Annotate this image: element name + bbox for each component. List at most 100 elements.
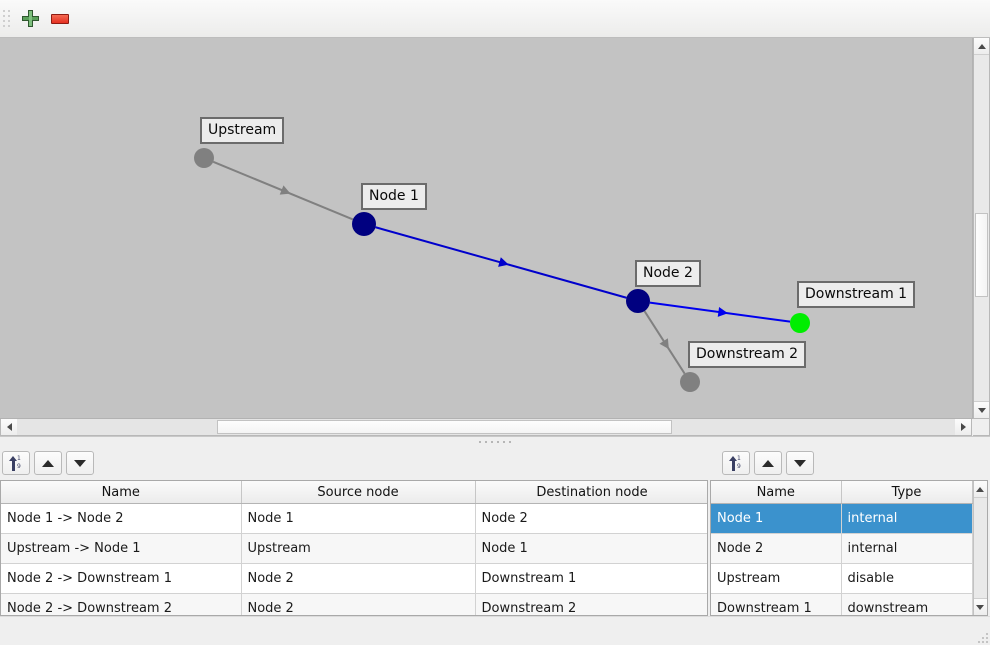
arrow-up-icon [762,459,774,467]
edges-cell-source-node: Node 1 [241,503,476,534]
chevron-down-icon [977,407,986,413]
graph-vertical-scrollbar[interactable] [973,38,990,419]
nodes-move-down-button[interactable] [786,451,814,475]
graph-node-label-downstream2[interactable]: Downstream 2 [688,341,807,368]
panel-splitter[interactable] [0,436,990,446]
nodes-cell-type: internal [841,533,973,564]
graph-edge-arrow-node2-downstream1 [717,306,728,317]
graph-node-label-node2[interactable]: Node 2 [635,260,701,287]
toolbar-drag-handle[interactable] [2,8,11,30]
column-header-name[interactable]: Name [1,481,242,504]
nodes-cell-name: Node 1 [711,503,842,534]
graph-node-label-upstream[interactable]: Upstream [200,117,285,144]
edges-move-down-button[interactable] [66,451,94,475]
main-toolbar [0,0,990,38]
nodes-cell-type: disable [841,563,973,594]
nodes-cell-type: downstream [841,593,973,615]
edges-cell-name: Upstream -> Node 1 [1,533,242,564]
edges-cell-name: Node 1 -> Node 2 [1,503,242,534]
remove-button[interactable] [45,4,75,34]
chevron-down-icon [976,604,985,610]
edges-cell-destination-node: Downstream 2 [475,593,707,615]
minus-icon [51,13,69,24]
plus-icon [21,10,39,27]
edges-cell-name: Node 2 -> Downstream 2 [1,593,242,615]
nodes-move-up-button[interactable] [754,451,782,475]
column-header-destination-node[interactable]: Destination node [475,481,707,504]
edges-cell-source-node: Node 2 [241,563,476,594]
column-header-type[interactable]: Type [841,481,973,504]
nodes-scroll-track[interactable] [973,498,987,598]
edges-cell-source-node: Upstream [241,533,476,564]
nodes-cell-type: internal [841,503,973,534]
graph-node-label-node1[interactable]: Node 1 [361,183,427,210]
status-bar [0,616,990,645]
edges-cell-name: Node 2 -> Downstream 1 [1,563,242,594]
column-header-source-node[interactable]: Source node [241,481,476,504]
nodes-cell-name: Node 2 [711,533,842,564]
graph-edge-arrow-node2-downstream2 [659,338,669,350]
splitter-grip-icon [479,440,511,443]
column-header-name[interactable]: Name [711,481,842,504]
horizontal-scroll-thumb[interactable] [217,420,672,434]
edges-cell-destination-node: Node 2 [475,503,707,534]
chevron-up-icon [976,486,985,492]
graph-node-label-downstream1[interactable]: Downstream 1 [797,281,916,308]
graph-node-downstream2[interactable] [680,372,700,392]
graph-node-node2[interactable] [626,289,650,313]
nodes-cell-name: Upstream [711,563,842,594]
graph-horizontal-scrollbar[interactable] [0,419,972,436]
scroll-up-button[interactable] [974,38,989,55]
horizontal-scroll-track[interactable] [17,419,955,435]
scroll-right-button[interactable] [955,419,971,435]
nodes-table-scrollbar[interactable] [972,481,987,615]
edges-cell-destination-node: Downstream 1 [475,563,707,594]
add-button[interactable] [15,4,45,34]
graph-edge-arrow-upstream-node1 [279,185,291,195]
edges-move-up-button[interactable] [34,451,62,475]
graph-edges-layer [194,148,810,392]
graph-node-upstream[interactable] [194,148,214,168]
graph-node-node1[interactable] [352,212,376,236]
arrow-up-icon [42,459,54,467]
arrow-down-icon [74,459,86,467]
chevron-right-icon [960,423,966,432]
scroll-left-button[interactable] [1,419,17,435]
edges-cell-source-node: Node 2 [241,593,476,615]
vertical-scroll-thumb[interactable] [975,213,988,297]
nodes-scroll-up-button[interactable] [973,481,987,498]
scroll-down-button[interactable] [974,401,989,418]
window-resize-grip[interactable] [978,633,988,643]
scrollbar-corner [973,419,990,436]
vertical-scroll-track[interactable] [974,55,989,401]
nodes-scroll-down-button[interactable] [973,598,987,615]
chevron-left-icon [6,423,12,432]
arrow-down-icon [794,459,806,467]
graph-node-downstream1[interactable] [790,313,810,333]
